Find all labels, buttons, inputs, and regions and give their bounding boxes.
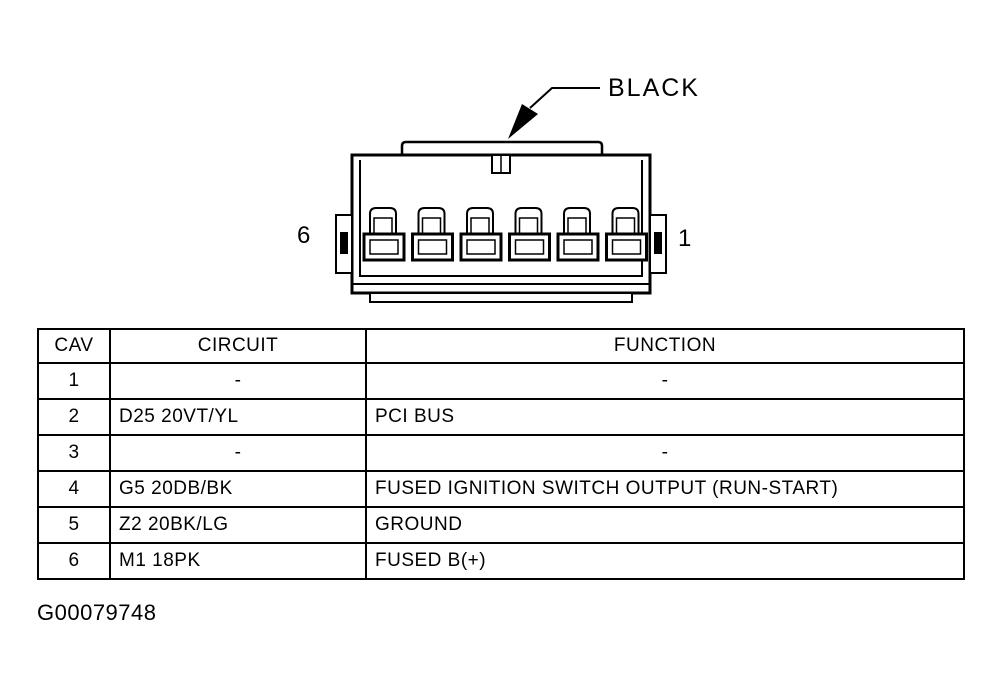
color-leader-line: [529, 87, 600, 109]
table-row: 1--: [37, 362, 965, 400]
function-cell: PCI BUS: [365, 398, 965, 436]
header-circuit: CIRCUIT: [109, 328, 367, 364]
connector-diagram: [335, 87, 667, 303]
header-function: FUNCTION: [365, 328, 965, 364]
cavity-1: [605, 207, 648, 262]
circuit-cell: M1 18PK: [109, 542, 367, 580]
function-cell: -: [365, 434, 965, 472]
table-row: 3--: [37, 434, 965, 472]
cavity-5: [411, 207, 454, 262]
function-cell: -: [365, 362, 965, 400]
connector-bottom-tab: [369, 292, 633, 303]
circuit-cell: Z2 20BK/LG: [109, 506, 367, 544]
circuit-cell: G5 20DB/BK: [109, 470, 367, 508]
pin-number-right: 1: [678, 225, 693, 252]
cavity-3: [508, 207, 551, 262]
cavity-4: [459, 207, 503, 262]
cav-cell: 2: [37, 398, 111, 436]
circuit-cell: D25 20VT/YL: [109, 398, 367, 436]
function-cell: GROUND: [365, 506, 965, 544]
cav-cell: 4: [37, 470, 111, 508]
cav-cell: 6: [37, 542, 111, 580]
figure-id: G00079748: [37, 600, 157, 625]
cav-cell: 5: [37, 506, 111, 544]
header-cav: CAV: [37, 328, 111, 364]
circuit-cell: -: [109, 434, 367, 472]
function-cell: FUSED IGNITION SWITCH OUTPUT (RUN-START): [365, 470, 965, 508]
cavity-2: [556, 207, 600, 262]
table-header-row: CAV CIRCUIT FUNCTION: [37, 328, 965, 364]
connector-body: [350, 153, 652, 295]
connector-color-label: BLACK: [608, 74, 700, 102]
pin-number-left: 6: [297, 222, 312, 249]
function-cell: FUSED B(+): [365, 542, 965, 580]
cav-cell: 3: [37, 434, 111, 472]
circuit-cell: -: [109, 362, 367, 400]
side-latch-right: [649, 214, 667, 274]
connector-latch: [400, 140, 604, 155]
cavity-6: [362, 207, 406, 262]
side-latch-left: [335, 214, 353, 274]
color-leader-arrow: [508, 104, 538, 139]
cav-cell: 1: [37, 362, 111, 400]
cavity-group: [362, 207, 648, 262]
